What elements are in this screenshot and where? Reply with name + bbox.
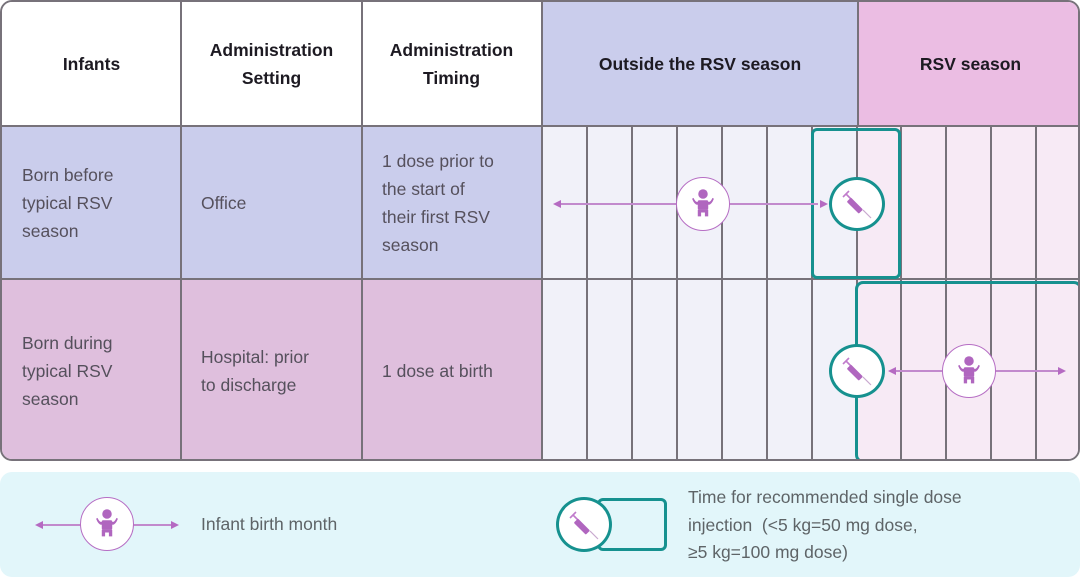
legend-dose-time-line: ≥5 kg=100 mg dose) [688,542,848,562]
legend: Infant birth month Time for recommended … [0,472,1080,577]
row1-timing-line: the start of [382,178,465,199]
season-header-divider [857,2,859,126]
month-divider [990,126,992,459]
col-divider [541,2,543,459]
row2-infants-line: season [22,389,79,409]
month-divider [811,126,813,459]
row1-timing-line: 1 dose prior to [382,150,494,171]
row2-setting-line: Hospital: prior [201,347,309,367]
rsv-dosing-table: Outside the RSV season RSV season Infant… [0,0,1080,461]
row2-timing: 1 dose at birth [362,279,541,459]
row1-infants-line: typical RSV [22,192,113,213]
arrow-right-icon [171,520,179,529]
col-divider [361,2,363,459]
month-divider [766,126,768,459]
row2-syringe-icon [829,344,885,398]
row1-setting: Office [181,126,362,279]
row2-setting-line: to discharge [201,375,297,395]
header-bg-white [2,2,541,126]
header-divider [2,125,1078,127]
header-outside-rsv-season: Outside the RSV season [541,2,859,126]
header-timing-line: Administration [389,40,514,60]
legend-baby-icon [80,497,134,551]
row1-baby-icon [676,177,730,231]
row1-infants-line: Born before [22,164,114,185]
row2-infants-line: typical RSV [22,361,113,381]
legend-dose-time: Time for recommended single dose injecti… [688,484,962,567]
arrow-right-icon [820,199,828,208]
legend-dose-time-line: injection (<5 kg=50 mg dose, [688,514,918,535]
row1-timing: 1 dose prior to the start of their first… [362,126,541,279]
header-infants-label: Infants [62,54,121,74]
arrow-right-icon [1058,366,1066,375]
month-divider [900,126,902,459]
header-setting-line: Setting [241,68,302,88]
arrow-left-icon [888,366,896,375]
arrow-left-icon [553,199,561,208]
row1-setting-line: Office [201,192,247,213]
month-divider [631,126,633,459]
month-divider [1035,126,1037,459]
month-divider [676,126,678,459]
arrow-left-icon [35,520,43,529]
header-administration-timing: Administration Timing [362,2,541,126]
row1-syringe-icon [829,177,885,231]
header-outside-rsv-season-label: Outside the RSV season [598,54,802,74]
row2-timing-line: 1 dose at birth [382,361,493,381]
legend-dose-time-line: Time for recommended single dose [688,487,962,507]
row1-infants-line: season [22,220,79,241]
header-infants: Infants [2,2,181,126]
row2-infants: Born during typical RSV season [2,279,181,459]
col-divider [180,2,182,459]
rsv-season-months-bg [857,126,1078,459]
header-timing-line: Timing [422,68,481,88]
header-rsv-season-label: RSV season [919,54,1022,74]
row-divider [2,278,1078,280]
month-divider [721,126,723,459]
header-administration-setting: Administration Setting [181,2,362,126]
row2-baby-icon [942,344,996,398]
month-divider [945,126,947,459]
header-rsv-season: RSV season [859,2,1078,126]
row1-infants: Born before typical RSV season [2,126,181,279]
month-divider [586,126,588,459]
legend-infant-birth-month: Infant birth month [201,514,338,534]
row1-timing-line: their first RSV [382,206,490,227]
row2-setting: Hospital: prior to discharge [181,279,362,459]
legend-syringe-icon [556,497,612,552]
row2-infants-line: Born during [22,333,113,353]
row1-timing-line: season [382,234,439,255]
header-setting-line: Administration [209,40,334,60]
